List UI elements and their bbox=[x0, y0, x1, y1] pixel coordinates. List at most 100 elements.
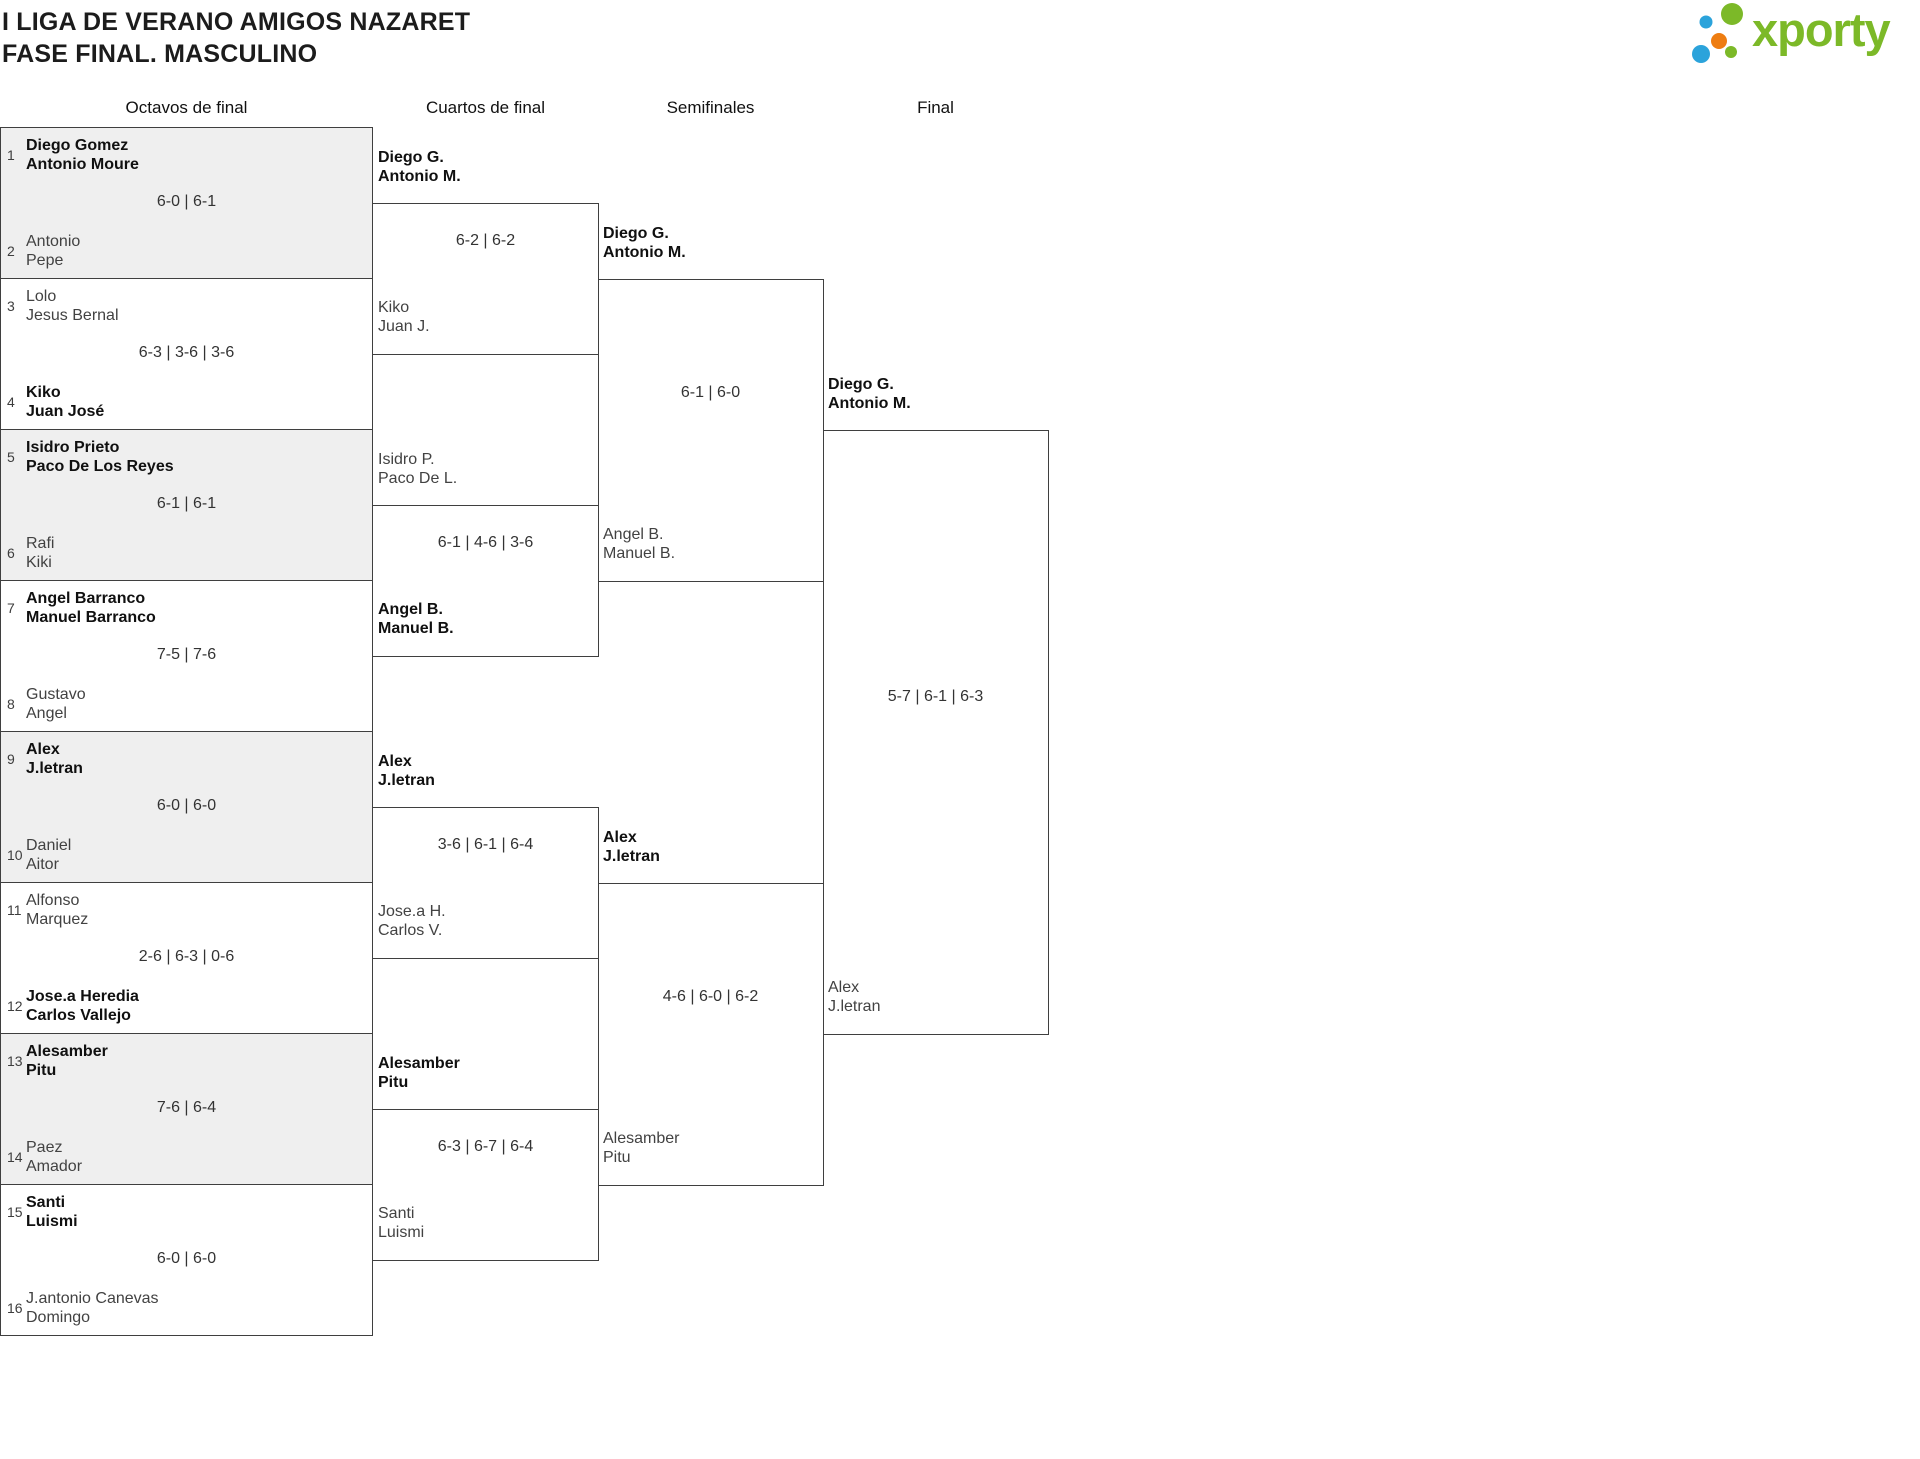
team-names: Daniel Aitor bbox=[26, 836, 71, 874]
qf3-bottom-team: Jose.a H. Carlos V. bbox=[378, 902, 446, 940]
team-names: Diego Gomez Antonio Moure bbox=[26, 136, 139, 174]
team-row: 4 Kiko Juan José bbox=[7, 383, 104, 421]
r16-match-3: 5 Isidro Prieto Paco De Los Reyes 6-1 | … bbox=[0, 429, 373, 581]
player-name: Amador bbox=[26, 1158, 83, 1175]
player-name: Kiko bbox=[378, 299, 410, 316]
player-name: Alex bbox=[603, 829, 637, 846]
team-row: 1 Diego Gomez Antonio Moure bbox=[7, 136, 139, 174]
match-score: 2-6 | 6-3 | 0-6 bbox=[138, 948, 235, 965]
player-name: Diego G. bbox=[378, 149, 444, 166]
team-row: 14 Paez Amador bbox=[7, 1138, 82, 1176]
player-name: Manuel Barranco bbox=[26, 609, 156, 626]
r16-match-8: 15 Santi Luismi 6-0 | 6-0 16 J.antonio C… bbox=[0, 1184, 373, 1336]
seed-number: 11 bbox=[7, 902, 22, 918]
team-row: 11 Alfonso Marquez bbox=[7, 891, 88, 929]
team-row: 10 Daniel Aitor bbox=[7, 836, 71, 874]
team-names: Angel Barranco Manuel Barranco bbox=[26, 589, 156, 627]
team-row: 3 Lolo Jesus Bernal bbox=[7, 287, 119, 325]
match-score: 6-1 | 6-1 bbox=[156, 495, 217, 512]
player-name: Santi bbox=[26, 1194, 66, 1211]
seed-number: 5 bbox=[7, 449, 15, 465]
logo-dot-orange bbox=[1711, 33, 1727, 49]
round-header-final: Final bbox=[917, 98, 954, 117]
qf2-top-team: Isidro P. Paco De L. bbox=[378, 450, 457, 488]
team-names: Alesamber Pitu bbox=[26, 1042, 108, 1080]
player-name: Gustavo bbox=[26, 686, 86, 703]
player-name: Kiki bbox=[26, 554, 52, 571]
team-names: Gustavo Angel bbox=[26, 685, 86, 723]
team-names: Lolo Jesus Bernal bbox=[26, 287, 119, 325]
team-names: Alex J.letran bbox=[26, 740, 83, 778]
team-names: Rafi Kiki bbox=[26, 534, 54, 572]
sf1-top-team: Diego G. Antonio M. bbox=[603, 224, 686, 262]
team-row: 6 Rafi Kiki bbox=[7, 534, 54, 572]
qf4-bottom-team: Santi Luismi bbox=[378, 1204, 424, 1242]
final-match-connector bbox=[823, 430, 1049, 1035]
seed-number: 3 bbox=[7, 298, 15, 314]
player-name: Angel B. bbox=[603, 526, 664, 543]
sf2-top-team: Alex J.letran bbox=[603, 828, 660, 866]
seed-number: 8 bbox=[7, 696, 15, 712]
player-name: Diego G. bbox=[828, 376, 894, 393]
match-score: 6-0 | 6-1 bbox=[156, 193, 217, 210]
player-name: Antonio M. bbox=[603, 244, 686, 261]
match-score: 7-5 | 7-6 bbox=[156, 646, 217, 663]
team-row: 5 Isidro Prieto Paco De Los Reyes bbox=[7, 438, 174, 476]
seed-number: 16 bbox=[7, 1300, 23, 1316]
page-title-line1: I LIGA DE VERANO AMIGOS NAZARET bbox=[2, 8, 471, 36]
player-name: Angel B. bbox=[378, 601, 443, 618]
player-name: Pitu bbox=[603, 1149, 631, 1166]
team-names: Alfonso Marquez bbox=[26, 891, 88, 929]
seed-number: 13 bbox=[7, 1053, 23, 1069]
xporty-logo[interactable]: xporty bbox=[1690, 0, 1891, 64]
player-name: Juan J. bbox=[378, 318, 430, 335]
logo-dots-icon bbox=[1692, 3, 1743, 63]
player-name: Jose.a H. bbox=[378, 903, 446, 920]
player-name: Lolo bbox=[26, 288, 57, 305]
player-name: Angel bbox=[26, 705, 67, 722]
seed-number: 2 bbox=[7, 243, 15, 259]
player-name: Rafi bbox=[26, 535, 55, 552]
player-name: Aitor bbox=[26, 856, 59, 873]
player-name: Alesamber bbox=[603, 1130, 680, 1147]
sf1-bottom-team: Angel B. Manuel B. bbox=[603, 525, 675, 563]
player-name: Alex bbox=[378, 753, 412, 770]
match-score: 5-7 | 6-1 | 6-3 bbox=[887, 688, 984, 705]
team-row: 16 J.antonio Canevas Domingo bbox=[7, 1289, 159, 1327]
r16-match-5: 9 Alex J.letran 6-0 | 6-0 10 Daniel Aito… bbox=[0, 731, 373, 883]
player-name: Alex bbox=[828, 979, 860, 996]
qf3-top-team: Alex J.letran bbox=[378, 752, 435, 790]
seed-number: 10 bbox=[7, 847, 23, 863]
seed-number: 7 bbox=[7, 600, 15, 616]
round-header-semifinales: Semifinales bbox=[666, 98, 755, 117]
match-score: 7-6 | 6-4 bbox=[156, 1099, 217, 1116]
qf1-top-team: Diego G. Antonio M. bbox=[378, 148, 461, 186]
sf2-bottom-team: Alesamber Pitu bbox=[603, 1129, 679, 1167]
player-name: J.antonio Canevas bbox=[26, 1290, 159, 1307]
player-name: Domingo bbox=[26, 1309, 91, 1326]
seed-number: 12 bbox=[7, 998, 23, 1014]
player-name: Pepe bbox=[26, 252, 64, 269]
player-name: J.letran bbox=[26, 760, 83, 777]
player-name: Carlos V. bbox=[378, 922, 443, 939]
logo-dot-blue-large bbox=[1692, 45, 1710, 63]
player-name: J.letran bbox=[828, 998, 881, 1015]
player-name: Pitu bbox=[26, 1062, 57, 1079]
player-name: Antonio M. bbox=[378, 168, 461, 185]
player-name: Isidro P. bbox=[378, 451, 435, 468]
final-top-team: Diego G. Antonio M. bbox=[828, 375, 911, 413]
round-header-cuartos: Cuartos de final bbox=[425, 98, 546, 117]
team-row: 2 Antonio Pepe bbox=[7, 232, 80, 270]
match-score: 6-0 | 6-0 bbox=[156, 1250, 217, 1267]
final-bottom-team: Alex J.letran bbox=[828, 978, 880, 1016]
team-names: Antonio Pepe bbox=[26, 232, 80, 270]
player-name: Jose.a Heredia bbox=[26, 988, 139, 1005]
player-name: Daniel bbox=[26, 837, 72, 854]
team-names: Isidro Prieto Paco De Los Reyes bbox=[26, 438, 174, 476]
team-row: 13 Alesamber Pitu bbox=[7, 1042, 108, 1080]
player-name: Paco De L. bbox=[378, 470, 458, 487]
seed-number: 15 bbox=[7, 1204, 23, 1220]
player-name: Alesamber bbox=[26, 1043, 108, 1060]
logo-wordmark: xporty bbox=[1752, 3, 1891, 56]
